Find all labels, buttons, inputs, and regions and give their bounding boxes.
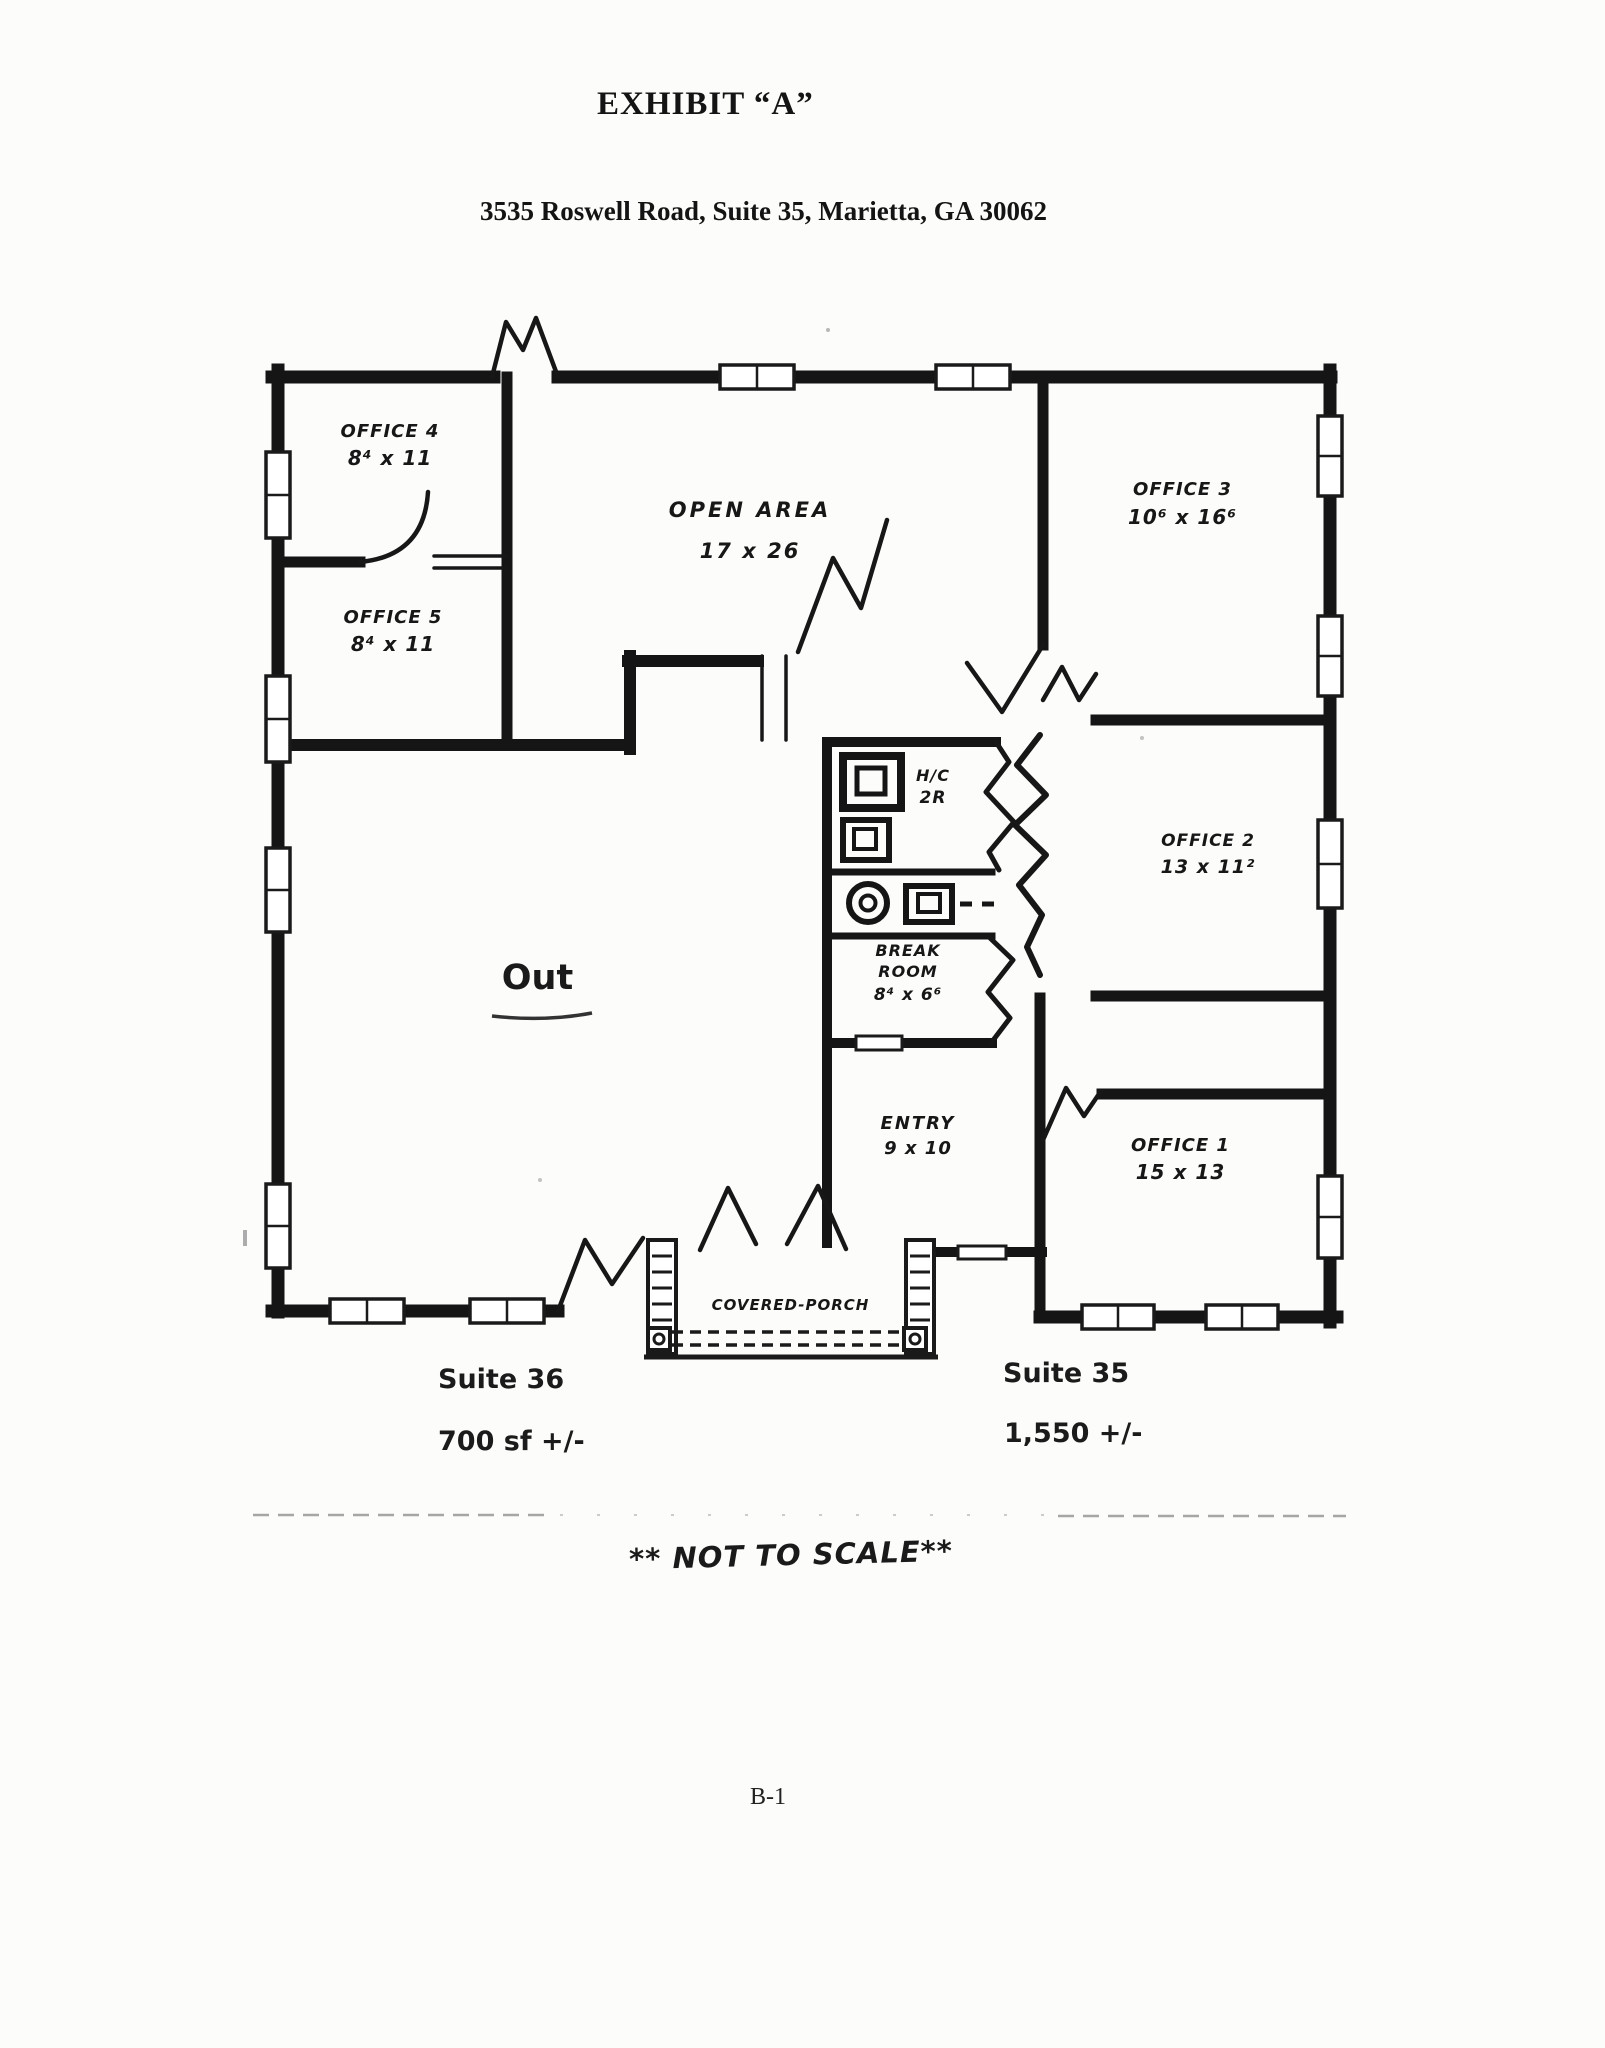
room-dimensions: 8⁴ x 11 <box>347 446 433 471</box>
property-address: 3535 Roswell Road, Suite 35, Marietta, G… <box>480 196 1047 226</box>
page-number: B-1 <box>750 1784 786 1810</box>
room-name: OFFICE 5 <box>343 607 443 628</box>
room-dimensions: 10⁶ x 16⁶ <box>1127 505 1237 530</box>
door-swing-icons <box>357 315 1104 1314</box>
room-label-office1: OFFICE 1 15 x 13 <box>1098 1134 1263 1185</box>
room-label-entry: ENTRY 9 x 10 <box>858 1112 978 1161</box>
room-label-restroom: H/C 2R <box>898 766 968 809</box>
room-name: OFFICE 4 <box>340 421 440 442</box>
room-label-out: Out <box>501 958 574 998</box>
interior-walls <box>272 371 1337 1324</box>
room-dimensions: 13 x 11² <box>1160 856 1256 879</box>
room-dimensions: 2R <box>919 787 947 808</box>
floor-plan-drawing <box>243 315 1346 1518</box>
room-dimensions: 8⁴ x 6⁶ <box>873 984 943 1005</box>
suite36-label: Suite 36 <box>438 1364 565 1395</box>
covered-porch-outline <box>644 1238 938 1360</box>
room-dimensions: 9 x 10 <box>884 1138 952 1160</box>
exhibit-title: EXHIBIT “A” <box>597 86 814 122</box>
room-name: H/C <box>916 766 950 785</box>
window-icons <box>264 363 1344 1331</box>
out-underline <box>491 1011 593 1021</box>
room-name: COVERED-PORCH <box>711 1296 870 1314</box>
room-label-break-room: BREAK ROOM 8⁴ x 6⁶ <box>846 941 970 1006</box>
room-name: OFFICE 3 <box>1133 479 1232 500</box>
suite35-label: Suite 35 <box>1003 1358 1130 1389</box>
restroom-fixture-icons <box>839 752 994 925</box>
room-dimensions: 17 x 26 <box>699 539 801 564</box>
room-name: OFFICE 2 <box>1161 831 1255 851</box>
room-name: ENTRY <box>880 1113 956 1134</box>
room-label-office3: OFFICE 3 10⁶ x 16⁶ <box>1095 478 1270 530</box>
toilet-icon <box>839 752 905 812</box>
room-name: BREAK ROOM <box>875 941 941 981</box>
toilet-icon <box>840 817 892 863</box>
room-label-office2: OFFICE 2 13 x 11² <box>1128 830 1288 880</box>
suite35-area: 1,550 +/- <box>1004 1418 1143 1449</box>
room-name: OFFICE 1 <box>1131 1135 1230 1156</box>
suite36-area: 700 sf +/- <box>438 1426 585 1457</box>
room-label-office5: OFFICE 5 8⁴ x 11 <box>318 606 468 657</box>
room-dimensions: 15 x 13 <box>1135 1160 1226 1185</box>
sink-icon <box>846 881 890 925</box>
room-label-office4: OFFICE 4 8⁴ x 11 <box>315 420 465 471</box>
room-label-covered-porch: COVERED-PORCH <box>688 1296 893 1316</box>
basin-icon <box>903 883 955 925</box>
scan-noise <box>243 328 1346 1518</box>
room-dimensions: 8⁴ x 11 <box>350 632 436 657</box>
room-name: OPEN AREA <box>668 498 832 522</box>
room-label-open-area: OPEN AREA 17 x 26 <box>635 497 865 566</box>
